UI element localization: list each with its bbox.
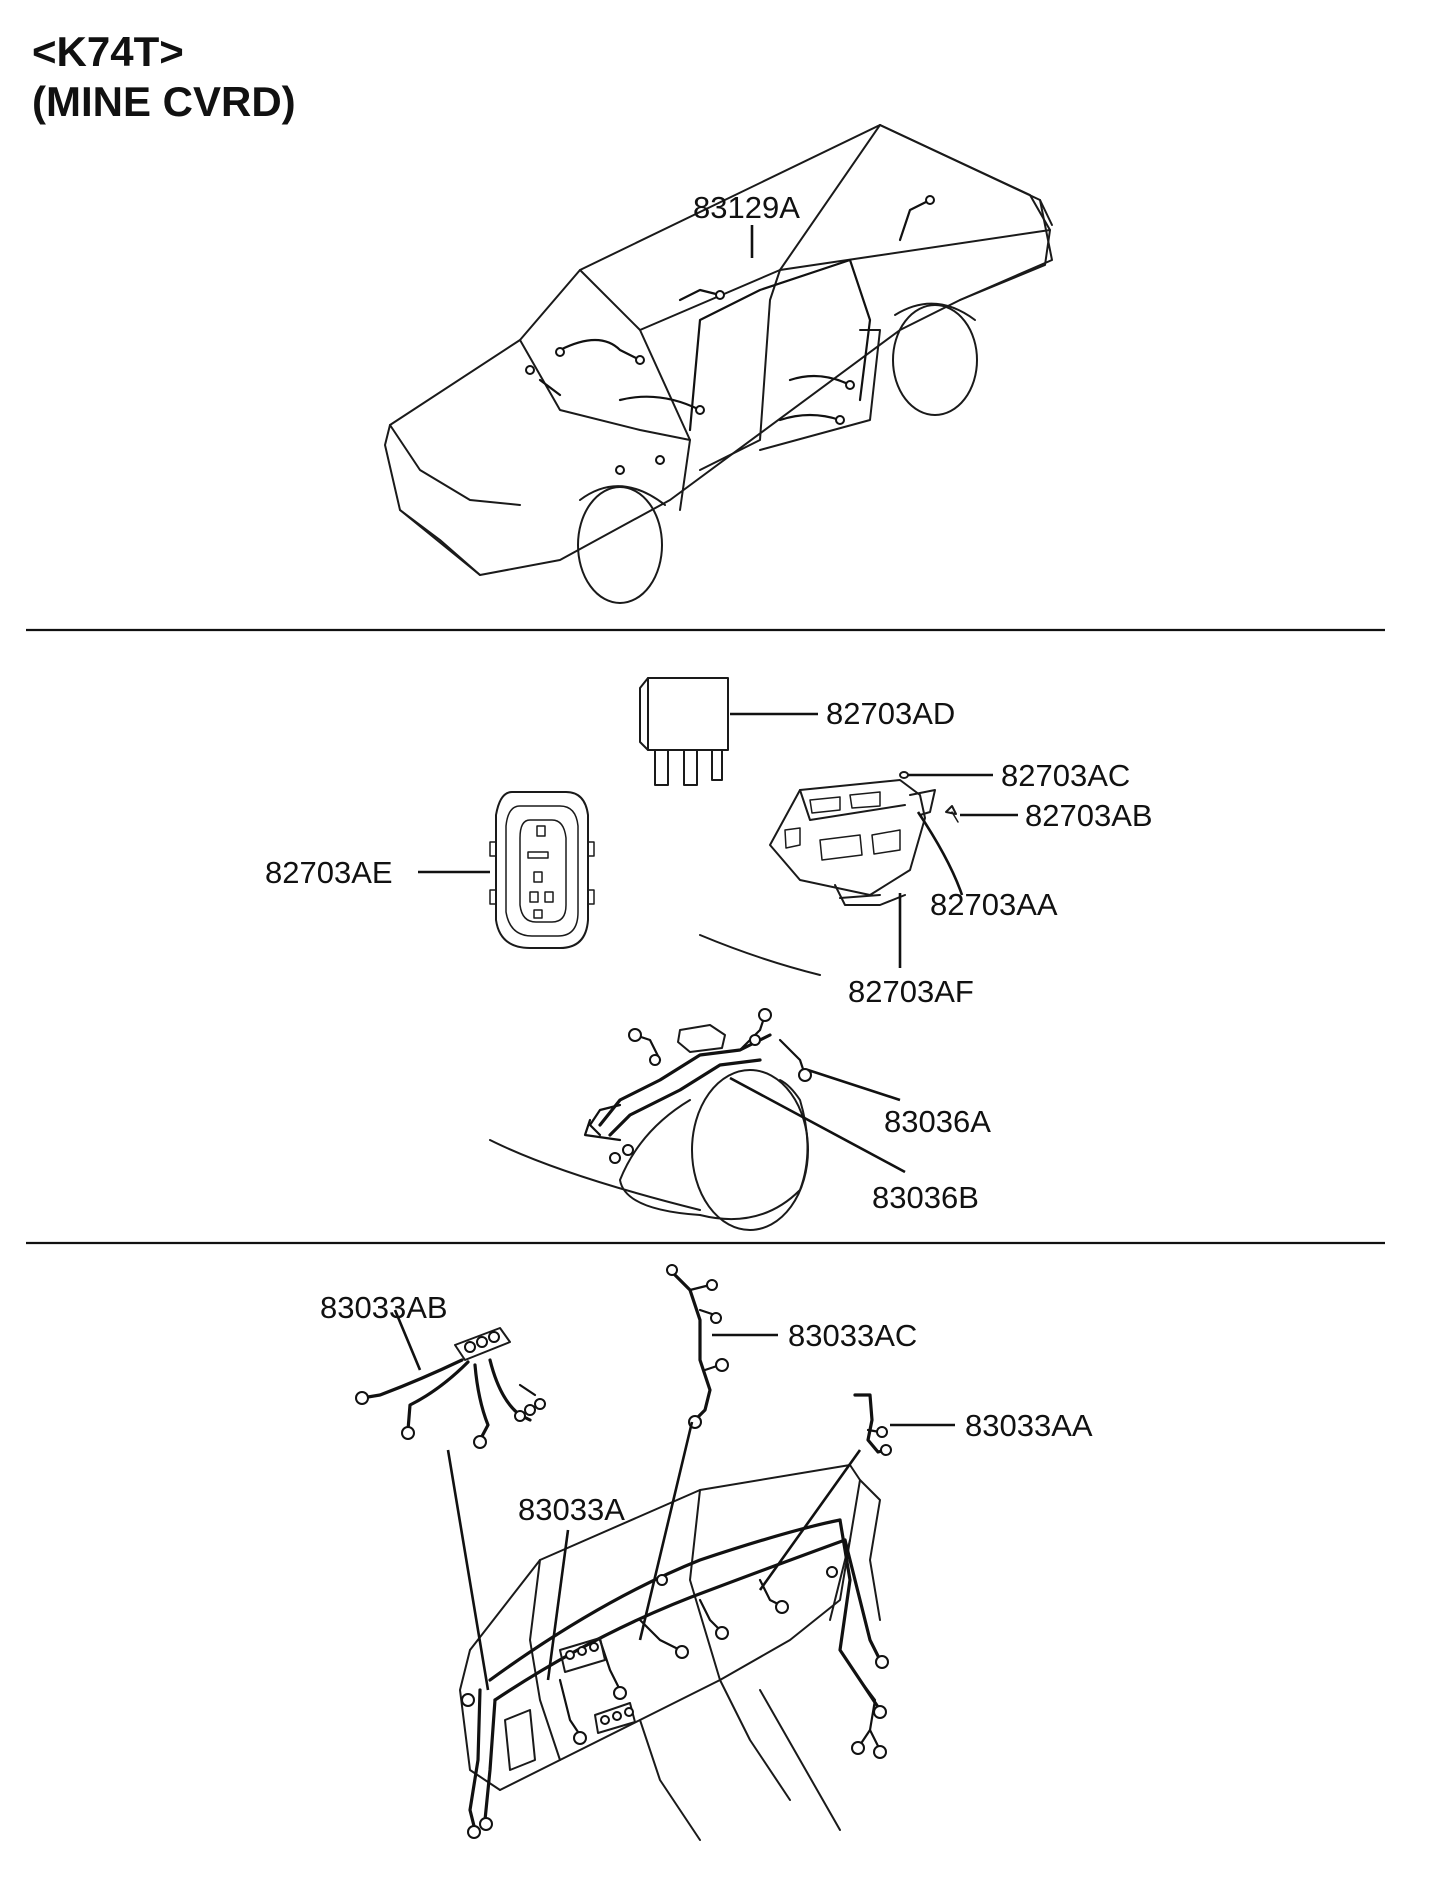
leader-83033AB-to-main — [446, 1449, 490, 1691]
label-82703AF: 82703AF — [848, 974, 974, 1009]
leader-83036A-a — [807, 1068, 901, 1102]
leader-82703AA — [916, 811, 964, 896]
relay-82703AD-drawing — [639, 677, 729, 786]
model-code: <K74T> — [32, 28, 184, 75]
label-83036B: 83036B — [872, 1180, 979, 1215]
leader-83036B — [729, 1076, 906, 1174]
leader-83033AB — [393, 1309, 422, 1371]
label-82703AB: 82703AB — [1025, 798, 1153, 833]
label-82703AA: 82703AA — [930, 887, 1058, 922]
label-82703AE: 82703AE — [265, 855, 393, 890]
harness-83033AC-drawing — [666, 1264, 729, 1429]
leader-83033AC-to-main — [638, 1421, 694, 1641]
label-83033A: 83033A — [518, 1492, 625, 1527]
harness-83033AB-drawing — [355, 1327, 546, 1449]
leader-83033AA-to-main — [758, 1449, 862, 1591]
harness-83033AA-drawing — [853, 1393, 892, 1456]
label-83033AB: 83033AB — [320, 1290, 448, 1325]
label-83033AC: 83033AC — [788, 1318, 917, 1353]
engine-harness-83036-drawing — [489, 1008, 812, 1231]
connector-82703AE-drawing — [489, 791, 595, 949]
label-82703AD: 82703AD — [826, 696, 955, 731]
label-83129A: 83129A — [693, 190, 800, 225]
bolt-82703AB-drawing — [945, 805, 959, 823]
harness-82703AF-drawing — [699, 934, 821, 976]
variant-title: (MINE CVRD) — [32, 78, 296, 125]
label-82703AC: 82703AC — [1001, 758, 1130, 793]
label-83036A: 83036A — [884, 1104, 991, 1139]
clip-82703AC-drawing — [899, 771, 909, 779]
label-83033AA: 83033AA — [965, 1408, 1093, 1443]
leader-83033A — [546, 1529, 570, 1681]
junction-block-82703AA-drawing — [769, 779, 936, 906]
vehicle-overview-drawing — [384, 124, 1053, 604]
